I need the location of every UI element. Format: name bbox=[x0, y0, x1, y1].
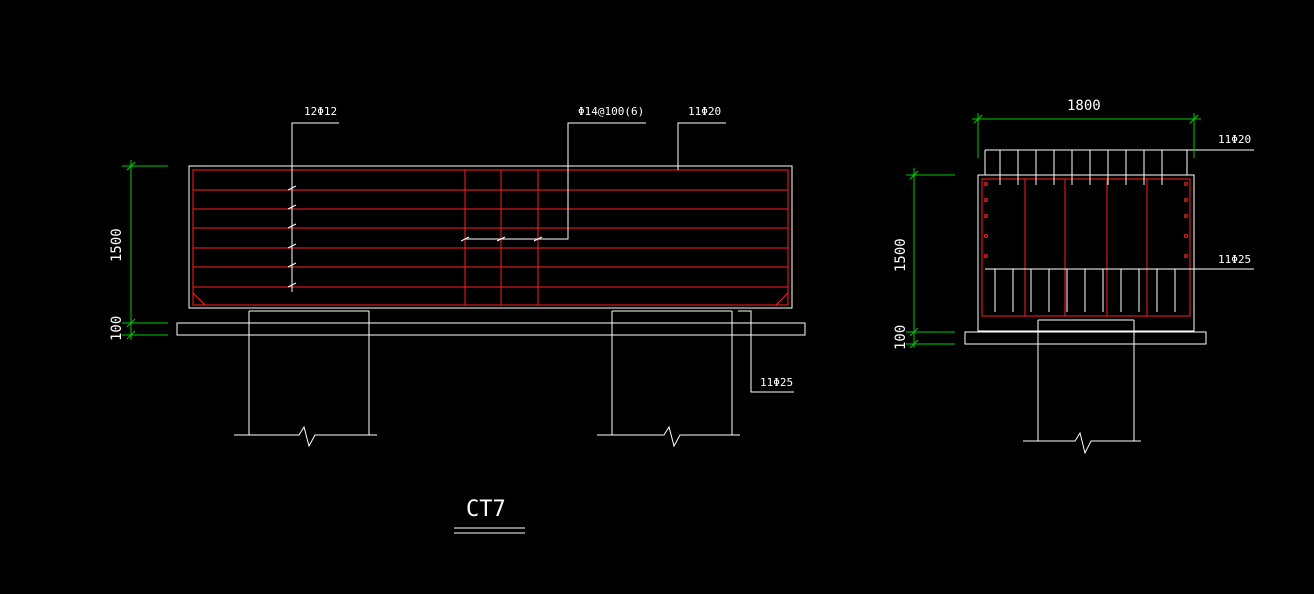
rebar-cage bbox=[192, 169, 789, 306]
pile-left bbox=[234, 310, 377, 448]
cushion-layer bbox=[176, 322, 806, 336]
drawing-title-text: CT7 bbox=[466, 497, 506, 522]
side-bars-label: 12Φ12 bbox=[304, 105, 337, 118]
leader-bottom-bars bbox=[738, 310, 794, 393]
leader-stirrups bbox=[460, 122, 646, 242]
stirrups-label: Φ14@100(6) bbox=[578, 105, 644, 118]
section-bottom-bars bbox=[985, 268, 1254, 312]
section-height-dim: 1500 bbox=[893, 238, 909, 272]
section-cushion bbox=[964, 331, 1207, 345]
leader-top-bars bbox=[677, 122, 726, 170]
cap-outline bbox=[188, 165, 793, 309]
section-width-dim: 1800 bbox=[1067, 98, 1101, 114]
section-width-dimension bbox=[972, 113, 1201, 158]
leader-side-bars bbox=[287, 122, 339, 292]
section-rebar-cage bbox=[981, 178, 1191, 317]
cap-elevation: 12Φ12 Φ14@100(6) 11Φ20 11Φ25 1500 100 bbox=[109, 105, 806, 448]
section-pile bbox=[1023, 319, 1141, 455]
section-outline bbox=[977, 174, 1195, 332]
section-bottom-bars-label: 11Φ25 bbox=[1218, 253, 1251, 266]
cap-section: 11Φ20 11Φ25 1800 1500 100 bbox=[893, 98, 1254, 455]
elevation-dimension bbox=[122, 160, 168, 340]
elevation-height-dim: 1500 bbox=[109, 228, 125, 262]
drawing-title: CT7 bbox=[454, 497, 525, 534]
section-top-bars-label: 11Φ20 bbox=[1218, 133, 1251, 146]
section-top-bars bbox=[984, 149, 1254, 185]
elevation-cushion-dim: 100 bbox=[109, 316, 125, 341]
section-height-dimension bbox=[906, 168, 955, 349]
bottom-bars-label: 11Φ25 bbox=[760, 376, 793, 389]
top-bars-label: 11Φ20 bbox=[688, 105, 721, 118]
pile-right bbox=[597, 310, 740, 448]
section-cushion-dim: 100 bbox=[893, 325, 909, 350]
